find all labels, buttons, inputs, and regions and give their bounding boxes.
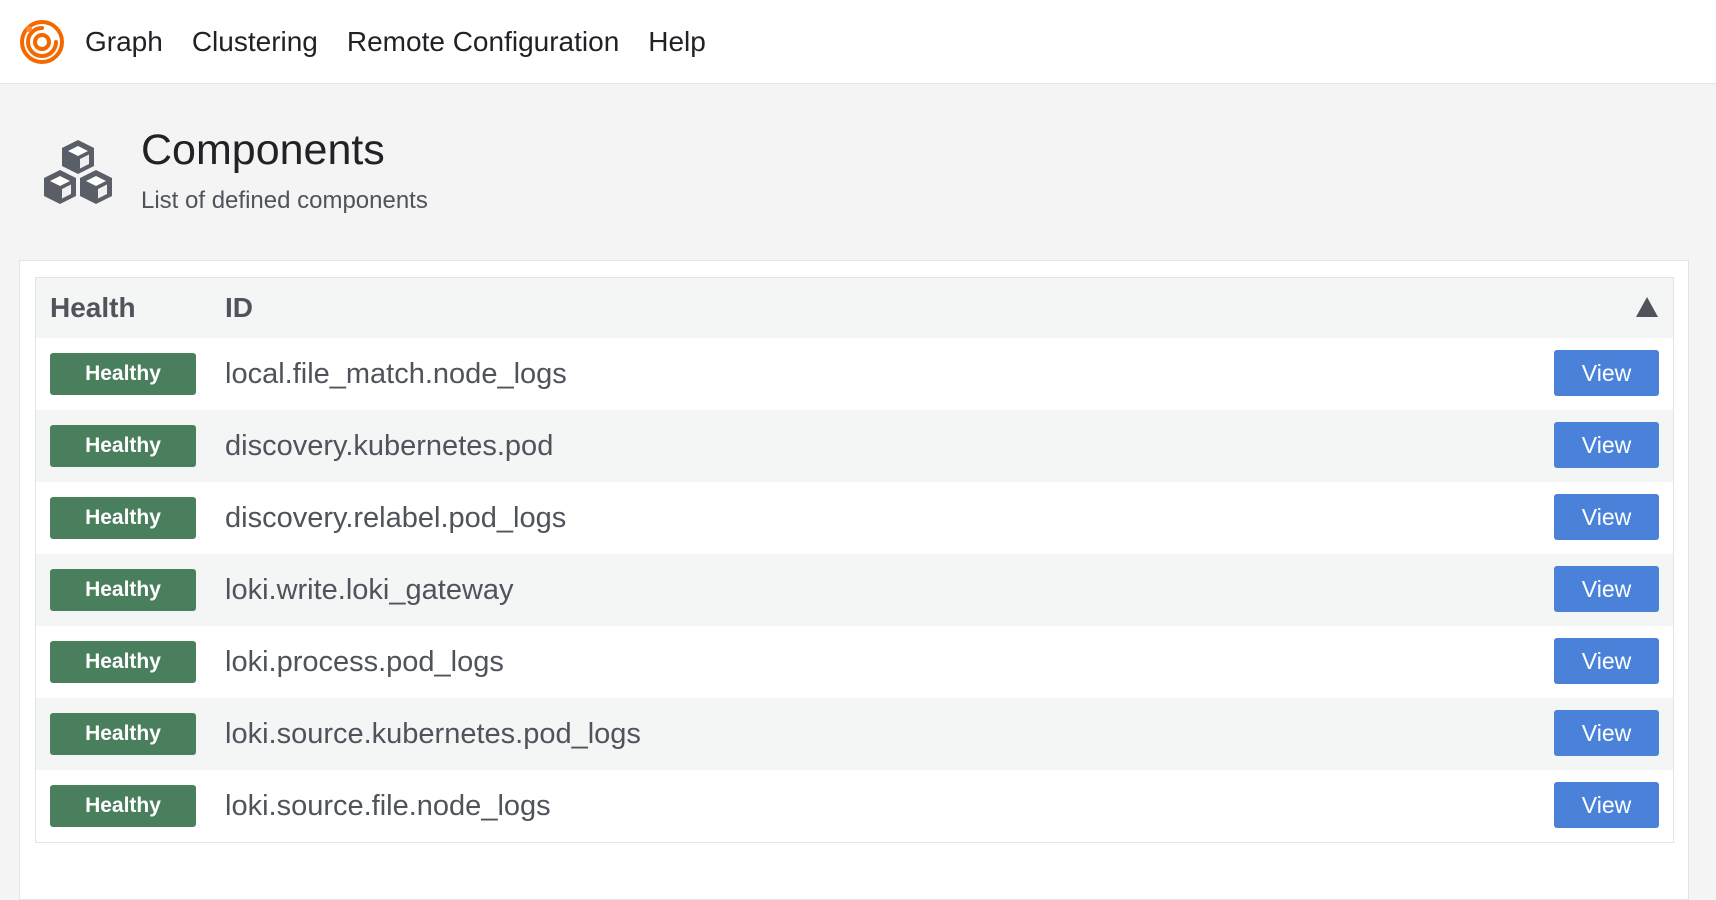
component-id: loki.process.pod_logs bbox=[225, 645, 504, 678]
page-subtitle: List of defined components bbox=[141, 187, 428, 214]
cubes-icon bbox=[44, 140, 112, 204]
nav-item-remote-configuration[interactable]: Remote Configuration bbox=[346, 25, 620, 57]
grafana-alloy-logo-icon[interactable] bbox=[19, 19, 65, 65]
view-button[interactable]: View bbox=[1554, 494, 1659, 540]
top-navbar: Graph Clustering Remote Configuration He… bbox=[0, 0, 1716, 84]
view-button[interactable]: View bbox=[1554, 782, 1659, 828]
table-header: Health ID bbox=[36, 278, 1673, 338]
health-badge: Healthy bbox=[50, 569, 196, 611]
table-row: Healthy loki.process.pod_logs View bbox=[36, 626, 1673, 698]
health-badge: Healthy bbox=[50, 713, 196, 755]
health-badge: Healthy bbox=[50, 353, 196, 395]
column-header-id[interactable]: ID bbox=[225, 292, 253, 323]
table-row: Healthy discovery.relabel.pod_logs View bbox=[36, 482, 1673, 554]
nav-item-graph[interactable]: Graph bbox=[85, 25, 163, 57]
health-badge: Healthy bbox=[50, 497, 196, 539]
components-table: Health ID Healthy local.file_match.node_… bbox=[35, 277, 1674, 843]
health-badge: Healthy bbox=[50, 425, 196, 467]
table-row: Healthy discovery.kubernetes.pod View bbox=[36, 410, 1673, 482]
health-badge: Healthy bbox=[50, 785, 196, 827]
column-header-health[interactable]: Health bbox=[50, 292, 136, 323]
table-row: Healthy loki.source.kubernetes.pod_logs … bbox=[36, 698, 1673, 770]
component-id: local.file_match.node_logs bbox=[225, 357, 567, 390]
view-button[interactable]: View bbox=[1554, 710, 1659, 756]
nav-item-help[interactable]: Help bbox=[648, 25, 706, 57]
view-button[interactable]: View bbox=[1554, 638, 1659, 684]
table-row: Healthy loki.source.file.node_logs View bbox=[36, 770, 1673, 842]
component-id: loki.source.kubernetes.pod_logs bbox=[225, 717, 641, 750]
page-title: Components bbox=[141, 126, 385, 174]
sort-ascending-icon[interactable] bbox=[1635, 296, 1659, 318]
component-id: loki.write.loki_gateway bbox=[225, 573, 514, 606]
component-id: discovery.kubernetes.pod bbox=[225, 429, 554, 462]
health-badge: Healthy bbox=[50, 641, 196, 683]
component-id: loki.source.file.node_logs bbox=[225, 789, 551, 822]
page-header: Components List of defined components bbox=[0, 84, 1716, 260]
nav-item-clustering[interactable]: Clustering bbox=[191, 25, 318, 57]
components-card: Health ID Healthy local.file_match.node_… bbox=[19, 260, 1689, 900]
main-nav: Graph Clustering Remote Configuration He… bbox=[85, 0, 735, 83]
component-id: discovery.relabel.pod_logs bbox=[225, 501, 567, 534]
table-row: Healthy local.file_match.node_logs View bbox=[36, 338, 1673, 410]
table-row: Healthy loki.write.loki_gateway View bbox=[36, 554, 1673, 626]
view-button[interactable]: View bbox=[1554, 566, 1659, 612]
view-button[interactable]: View bbox=[1554, 422, 1659, 468]
view-button[interactable]: View bbox=[1554, 350, 1659, 396]
